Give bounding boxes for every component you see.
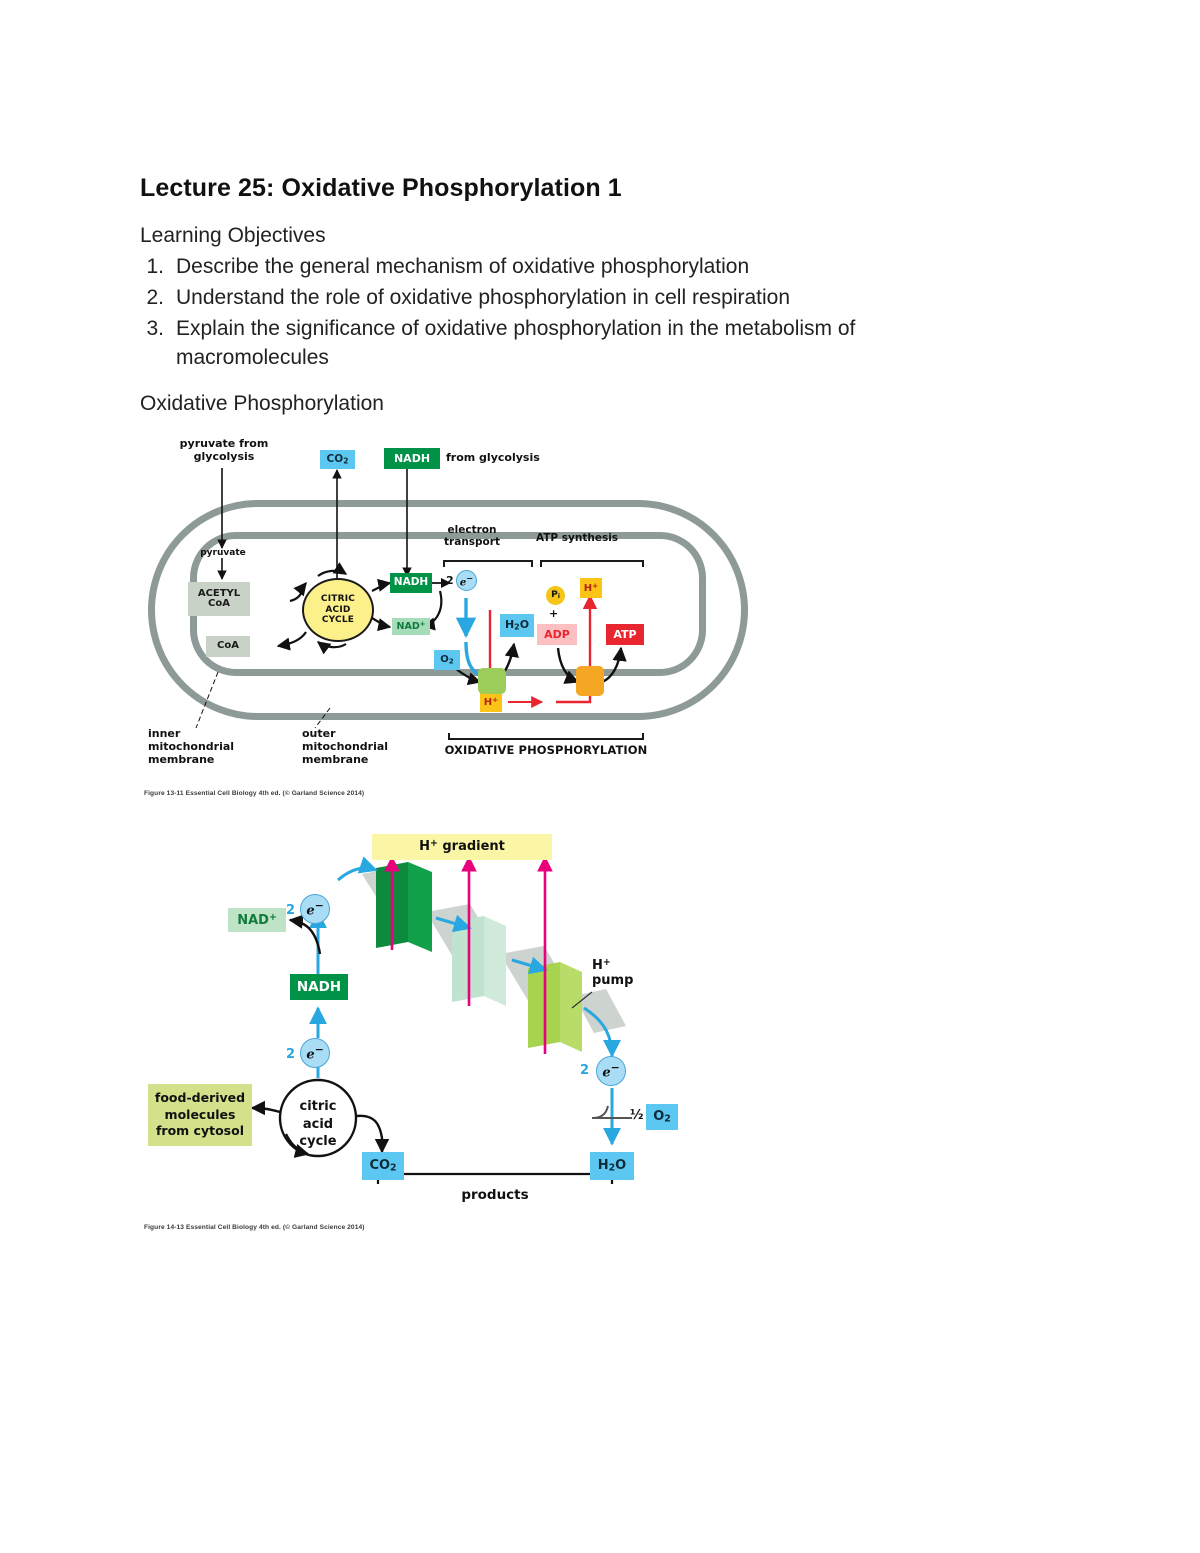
figure2-arrow-layer [250,855,632,1184]
list-item-number: 2. [146,286,164,309]
atp-synthase-complex [576,666,604,696]
list-item: 1. Describe the general mechanism of oxi… [140,252,940,281]
list-item: 2. Understand the role of oxidative phos… [140,283,940,312]
electron-circle: e− [456,570,477,591]
adp-chip: ADP [537,624,577,645]
electron-transport-label: electron transport [444,524,500,549]
products-label: products [461,1187,529,1203]
nad-plus-chip-inner: NAD+ [392,618,430,635]
citric-acid-cycle-label: citric acid cycle [299,1099,337,1150]
inner-membrane-label: inner mitochondrial membrane [148,727,235,766]
complex-iv-slab [528,962,560,1048]
pyruvate-label: pyruvate [200,548,246,558]
h-pump-label: H+ pump [592,957,634,988]
list-item-text: Explain the significance of oxidative ph… [176,317,856,369]
atp-synthesis-label: ATP synthesis [535,532,619,544]
oxidative-phosphorylation-label: OXIDATIVE PHOSPHORYLATION [444,743,648,757]
h2o-chip: H2O [500,614,534,637]
coa-chip: CoA [206,636,250,657]
two-electrons-count-upper: 2 [286,903,296,918]
h-gradient-label: H+ gradient [419,838,505,854]
figure2-caption: Figure 14-13 Essential Cell Biology 4th … [144,1224,365,1231]
complex-iii-slab-side [484,916,506,1006]
outer-mitochondrial-membrane-shape [148,500,748,720]
complex-iv-slab-side [560,962,582,1052]
electron-circle-right: e− [596,1056,626,1086]
learning-objectives-list: 1. Describe the general mechanism of oxi… [140,252,940,374]
complex-i-slab-side [408,862,432,952]
electron-circle-lower: e− [300,1038,330,1068]
section-heading-oxidative-phosphorylation: Oxidative Phosphorylation [140,392,384,415]
learning-objectives-heading: Learning Objectives [140,224,326,247]
list-item-text: Understand the role of oxidative phospho… [176,286,791,309]
o2-chip: O2 [434,650,460,670]
figure-mitochondrion-overview: pyruvate from glycolysis CO2 NADH from g… [140,436,760,816]
two-electrons-count: 2 [446,574,454,587]
citric-acid-cycle-node: CITRIC ACID CYCLE [302,578,374,642]
two-electrons-count-lower: 2 [286,1047,296,1062]
inorganic-phosphate-chip: Pi [546,586,565,605]
plus-sign: + [549,607,559,620]
oxphos-bracket [448,733,644,740]
electron-transport-complex [478,668,506,694]
co2-chip-top: CO2 [320,450,355,469]
h-plus-chip-bottom: H+ [480,692,502,712]
atp-synthesis-bracket [540,560,644,567]
list-item-number: 1. [146,255,164,278]
nadh-chip: NADH [290,974,348,1000]
pyruvate-from-glycolysis-label: pyruvate from glycolysis [179,437,269,463]
acetyl-coa-chip: ACETYL CoA [188,582,250,616]
outer-membrane-label: outer mitochondrial membrane [302,727,389,766]
electron-circle-upper: e− [300,894,330,924]
electron-transport-bracket [443,560,533,567]
h2o-chip: H2O [590,1152,634,1180]
list-item-number: 3. [146,317,164,340]
nadh-chip-top: NADH [384,448,440,469]
two-electrons-count-right: 2 [580,1063,590,1078]
h-gradient-bar [372,834,552,860]
nad-plus-chip: NAD+ [228,908,286,932]
o2-chip: O2 [646,1104,678,1130]
figure-electron-transport-chain: H+ gradient H+ pump 2 e− NAD+ NADH 2 e− … [140,826,740,1231]
food-derived-molecules-chip: food-derived molecules from cytosol [148,1084,252,1146]
list-item: 3. Explain the significance of oxidative… [140,314,940,372]
figure1-caption: Figure 13-11 Essential Cell Biology 4th … [144,790,365,797]
from-glycolysis-label: from glycolysis [446,451,540,464]
complex-i-slab [376,862,408,948]
co2-chip: CO2 [362,1152,404,1180]
complex-iii-slab [452,916,484,1002]
page-title: Lecture 25: Oxidative Phosphorylation 1 [140,174,622,202]
list-item-text: Describe the general mechanism of oxidat… [176,255,750,278]
atp-chip: ATP [606,624,644,645]
h-plus-chip-top: H+ [580,578,602,598]
half-fraction-label: ½ [630,1108,644,1123]
nadh-chip-inner: NADH [390,573,432,593]
